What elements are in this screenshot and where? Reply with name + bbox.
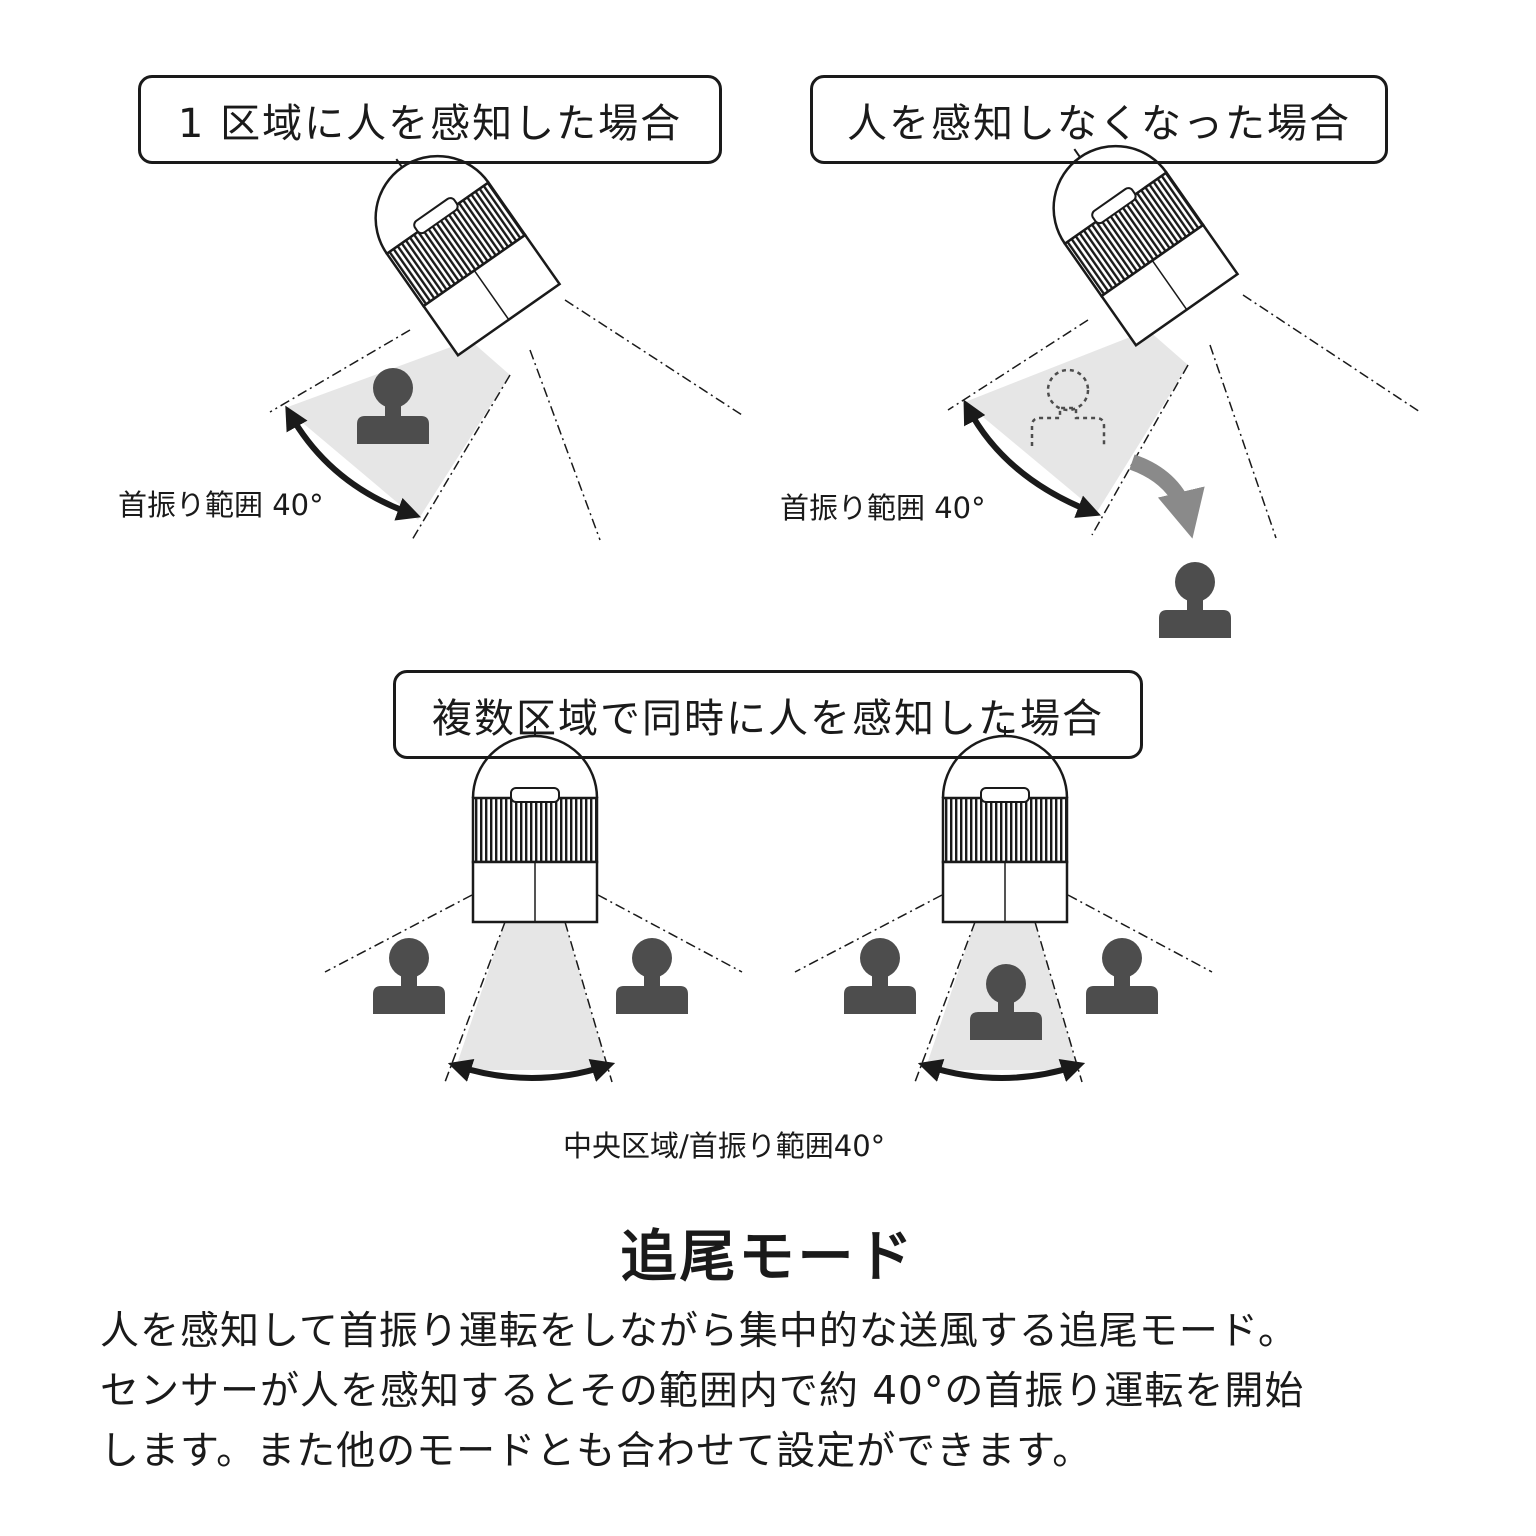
sensor-zone-line (1067, 894, 1213, 973)
person-icon (373, 938, 445, 1014)
scenario-single-diagram (269, 122, 743, 541)
fan-icon (941, 724, 1069, 924)
swing-arrow-icon (963, 399, 1101, 518)
sensor-zone-line (444, 921, 506, 1083)
scenario-multiple-diagram-left (324, 724, 743, 1083)
scenario-single-heading-text: 1 区域に人を感知した場合 (177, 100, 683, 147)
sensor-zone-line (324, 894, 473, 973)
sensor-zone-line (794, 894, 943, 973)
scenario-lost-heading: 人を感知しなくなった場合 (810, 75, 1388, 164)
move-arrow-icon (1129, 454, 1205, 539)
person-icon (616, 938, 688, 1014)
person-icon (1159, 562, 1231, 638)
sensor-zone-line (529, 349, 601, 541)
fan-icon (344, 122, 561, 357)
beam-area (965, 330, 1188, 512)
sensor-zone-line (1034, 921, 1083, 1083)
sensor-zone-line (411, 374, 511, 541)
sensor-zone-line (947, 319, 1089, 411)
sensor-zone-line (597, 894, 743, 973)
scenario-single-range-label: 首振り範囲 40° (118, 488, 324, 522)
mode-title: 追尾モード (620, 1225, 916, 1290)
mode-description: 人を感知して首振り運転をしながら集中的な送風する追尾モード。 センサーが人を感知… (100, 1302, 1500, 1482)
scenario-lost-range-label: 首振り範囲 40° (780, 491, 986, 525)
swing-arrow-icon (447, 1058, 616, 1082)
scenario-multiple-range-label: 中央区域/首振り範囲40° (563, 1129, 886, 1163)
swing-arrow-icon (285, 405, 422, 521)
sensor-zone-line (1209, 344, 1277, 539)
beam-area (455, 922, 608, 1070)
sensor-zone-line (269, 329, 411, 413)
sensor-zone-line (914, 921, 976, 1083)
scenario-multiple-heading: 複数区域で同時に人を感知した場合 (393, 670, 1143, 759)
scenario-multiple-heading-text: 複数区域で同時に人を感知した場合 (432, 695, 1104, 742)
sensor-zone-line (564, 921, 613, 1083)
scenario-multiple-diagram-right (794, 724, 1213, 1083)
sensor-zone-line (1091, 364, 1189, 536)
fan-icon (1022, 112, 1239, 347)
scenario-lost-diagram (947, 112, 1421, 638)
description-line: 人を感知して首振り運転をしながら集中的な送風する追尾モード。 (100, 1309, 1299, 1354)
description-line: します。また他のモードとも合わせて設定ができます。 (100, 1429, 1093, 1474)
sensor-zone-line (564, 299, 743, 416)
person-icon (844, 938, 916, 1014)
sensor-zone-line (1242, 294, 1421, 413)
swing-arrow-icon (917, 1058, 1086, 1082)
person-icon (1086, 938, 1158, 1014)
fan-icon (471, 724, 599, 924)
scenario-single-heading: 1 区域に人を感知した場合 (138, 75, 722, 164)
description-line: センサーが人を感知するとその範囲内で約 40°の首振り運転を開始 (100, 1369, 1305, 1414)
scenario-lost-heading-text: 人を感知しなくなった場合 (847, 100, 1351, 147)
